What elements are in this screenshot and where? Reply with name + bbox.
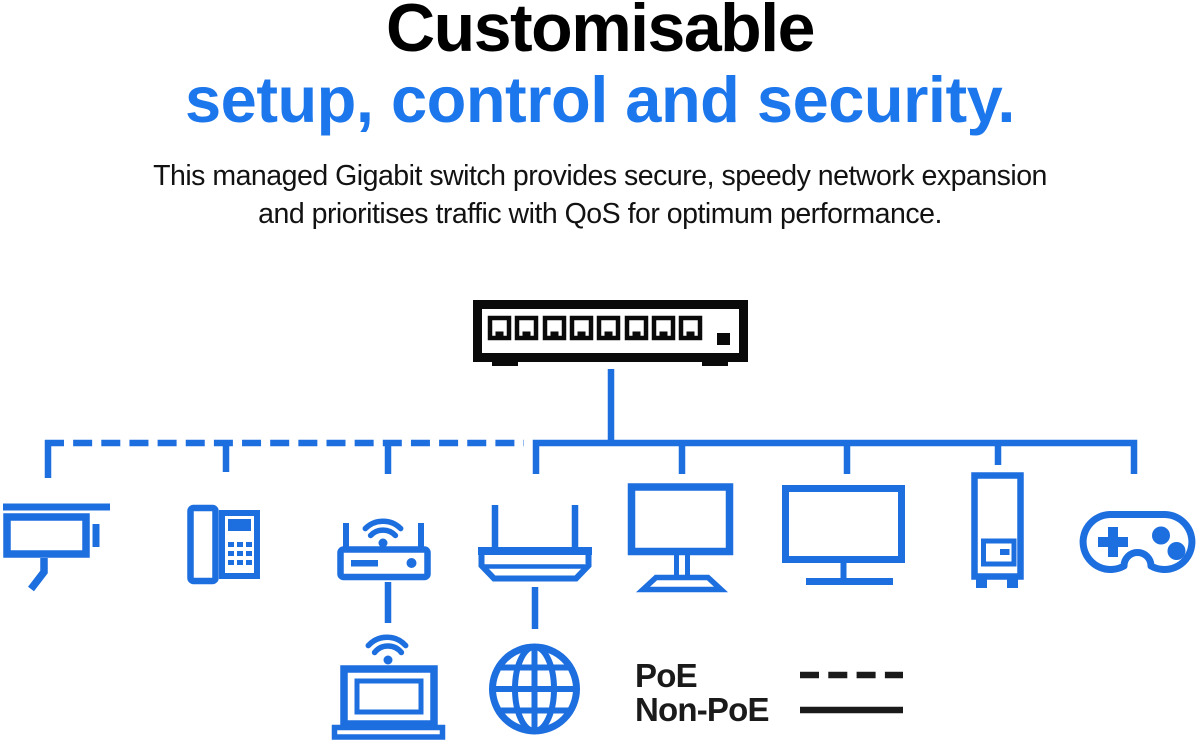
controller-body	[1079, 511, 1196, 573]
legend: PoE Non-PoE	[635, 657, 903, 728]
router-led	[406, 558, 417, 568]
nas-drive-bay	[981, 538, 1017, 567]
game-controller-icon	[1079, 511, 1196, 573]
monitor-screen	[627, 483, 734, 556]
desktop-monitor-icon	[627, 483, 734, 593]
nas-bay-handle	[1000, 549, 1010, 555]
ethernet-port-icon	[490, 318, 509, 338]
network-switch-icon	[473, 300, 748, 366]
switch-foot	[702, 357, 728, 366]
ethernet-port-icon	[654, 318, 673, 338]
switch-power-led	[717, 333, 730, 345]
description-line-2: and prioritises traffic with QoS for opt…	[258, 198, 942, 230]
legend-poe-label: PoE	[635, 657, 697, 694]
wifi-laptop-icon	[331, 634, 446, 740]
internet-globe-icon	[489, 643, 580, 735]
wifi-router-icon	[337, 518, 431, 581]
laptop-screen-inner	[354, 678, 424, 715]
ethernet-port-icon	[627, 318, 646, 338]
ethernet-port-icon	[517, 318, 536, 338]
controller-button	[1152, 526, 1170, 545]
tv-screen	[782, 485, 905, 563]
page-title: Customisable	[386, 0, 815, 66]
switch-chassis	[473, 300, 748, 362]
voip-phone-icon	[187, 504, 260, 585]
nas-tower	[971, 472, 1024, 580]
cctv-camera-icon	[3, 503, 110, 592]
wifi-waves-icon	[362, 518, 404, 548]
ethernet-port-icon	[545, 318, 564, 338]
phone-handset	[187, 504, 219, 585]
controller-button	[1167, 542, 1186, 560]
camera-body	[3, 513, 90, 558]
ethernet-port-icon	[599, 318, 618, 338]
camera-arm	[28, 558, 48, 592]
wireless-access-point-icon	[478, 505, 592, 582]
description-line-1: This managed Gigabit switch provides sec…	[153, 160, 1047, 192]
controller-dpad	[1098, 527, 1128, 557]
page-subtitle: setup, control and security.	[185, 63, 1015, 136]
phone-body	[219, 510, 260, 579]
wifi-waves-icon	[365, 634, 409, 665]
nas-foot	[976, 577, 987, 588]
switch-foot	[492, 357, 518, 366]
tv-display-icon	[782, 485, 905, 585]
nas-storage-icon	[971, 472, 1024, 588]
ethernet-port-icon	[572, 318, 591, 338]
router-body	[337, 546, 431, 581]
connection-lines	[44, 369, 1138, 629]
laptop-base	[331, 724, 446, 740]
phone-display	[228, 519, 251, 531]
non-poe-bus-solid-line	[532, 439, 1138, 474]
legend-non-poe-label: Non-PoE	[635, 691, 769, 728]
router-label-bar	[351, 560, 378, 567]
nas-foot	[1007, 577, 1018, 588]
ap-body	[478, 555, 592, 582]
page-description: This managed Gigabit switch provides sec…	[0, 157, 1200, 233]
ethernet-port-icon	[681, 318, 700, 338]
monitor-base	[635, 574, 729, 593]
laptop-screen	[340, 665, 438, 728]
phone-keypad	[228, 542, 252, 565]
